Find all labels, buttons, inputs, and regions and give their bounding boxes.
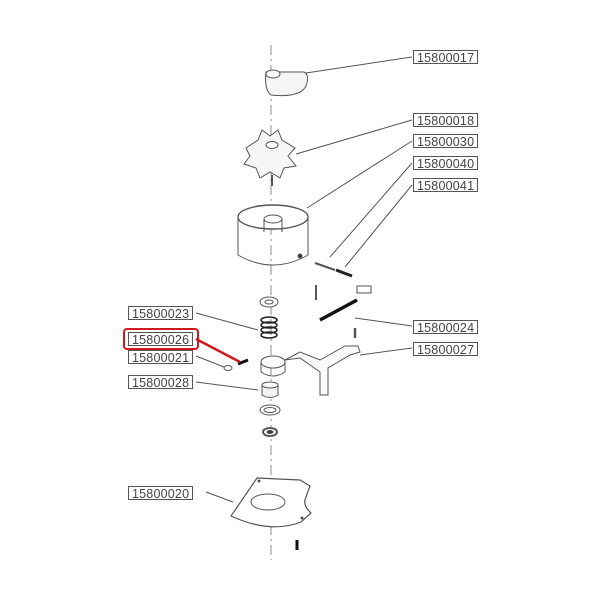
part-label-15800020[interactable]: 15800020 [128,486,194,501]
part-label-15800041[interactable]: 15800041 [413,178,479,193]
part-base-plate [230,477,312,528]
part-screw [356,285,372,294]
part-label-15800040[interactable]: 15800040 [413,156,479,171]
leader-p21 [195,355,225,368]
part-label-15800017[interactable]: 15800017 [413,50,479,65]
part-lever [260,345,361,396]
part-label-15800018[interactable]: 15800018 [413,113,479,128]
part-label-15800023[interactable]: 15800023 [128,306,194,321]
leader-p41 [344,184,413,268]
leader-p26-highlight [195,337,241,364]
leader-p17 [305,56,413,74]
part-coil-spring [260,316,278,339]
part-drum [237,204,309,266]
part-spring-long [319,298,358,322]
part-nut [261,381,279,398]
part-bearing [262,427,278,437]
leader-p18 [295,119,413,155]
part-label-15800021[interactable]: 15800021 [128,350,194,365]
leader-lines [195,56,413,503]
leader-p20 [205,491,234,503]
part-pin-spring-small [314,262,353,278]
part-label-15800026[interactable]: 15800026 [128,332,194,347]
part-label-15800027[interactable]: 15800027 [413,342,479,357]
leader-p27 [359,347,413,356]
part-label-15800024[interactable]: 15800024 [413,320,479,335]
part-star-wheel [243,129,297,186]
part-small-pin [223,358,249,371]
part-washer-top [259,296,279,308]
part-label-15800028[interactable]: 15800028 [128,375,194,390]
part-cam [265,69,309,97]
leader-p30 [306,140,413,209]
part-label-15800030[interactable]: 15800030 [413,134,479,149]
part-washer-mid [259,404,281,416]
leader-p40 [329,162,413,258]
leader-p28 [195,381,259,391]
leader-p23 [195,312,259,331]
leader-p24 [354,317,413,327]
